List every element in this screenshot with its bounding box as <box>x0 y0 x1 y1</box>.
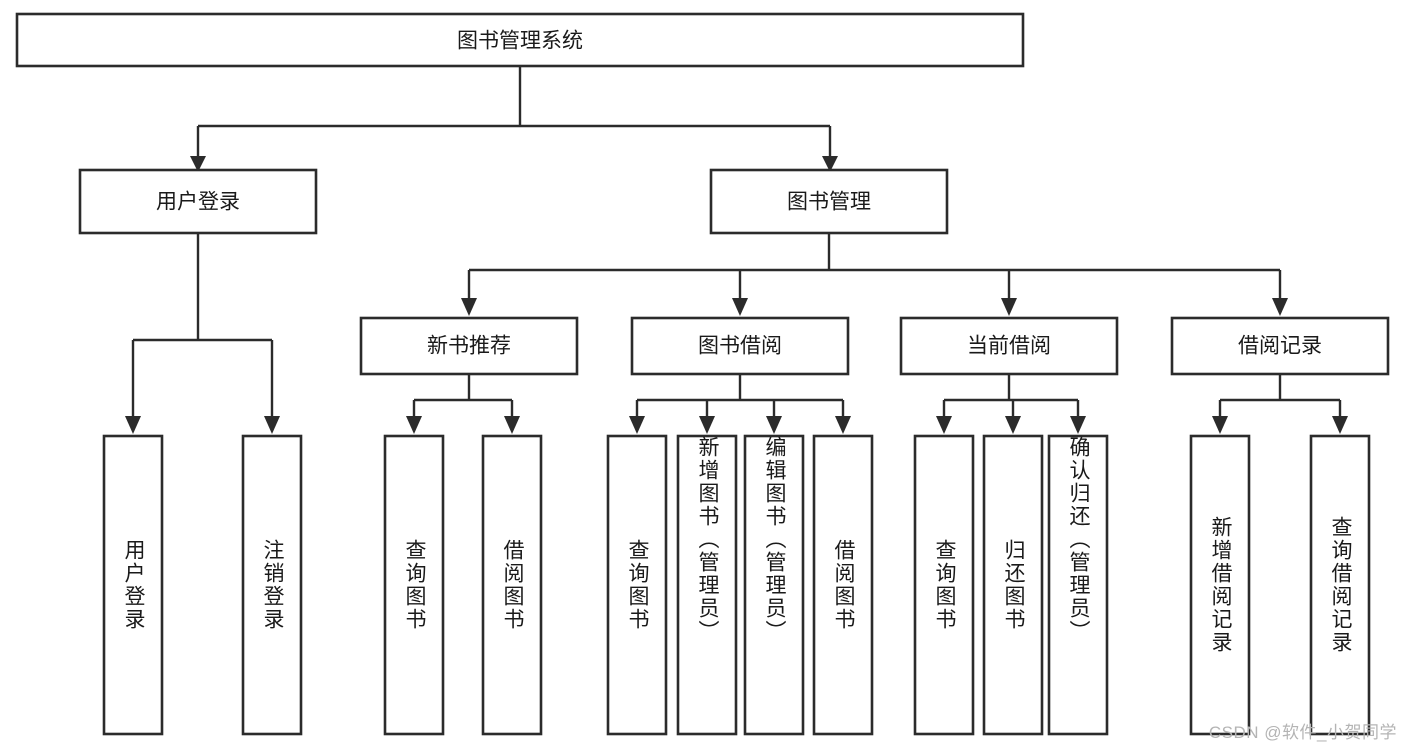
node-borrow-record-label: 借阅记录 <box>1238 335 1322 358</box>
node-root-box[interactable] <box>15 12 1025 68</box>
arrowhead-current-confirm-return <box>1070 416 1086 434</box>
arrowhead-root-to-book-mgmt <box>822 156 838 172</box>
node-book-borrow-box[interactable] <box>630 316 850 376</box>
node-new-book-recommend-label: 新书推荐 <box>427 335 511 358</box>
node-borrow-record-box[interactable] <box>1170 316 1390 376</box>
arrowhead-borrow-borrow-book <box>835 416 851 434</box>
connector-group-root <box>190 66 838 172</box>
node-current-borrow-box[interactable] <box>899 316 1119 376</box>
connector-currentborrow-to-leaves <box>942 374 1080 418</box>
arrowhead-to-borrow-record <box>1272 298 1288 316</box>
connector-group-borrow-record <box>1212 374 1348 434</box>
arrowhead-root-to-user-login <box>190 156 206 172</box>
arrowhead-borrow-add-book <box>699 416 715 434</box>
leaf-box-query-borrow-record[interactable] <box>1309 434 1371 736</box>
arrowhead-borrow-query-book <box>629 416 645 434</box>
leaf-box-add-borrow-record[interactable] <box>1189 434 1251 736</box>
connector-root-to-level2 <box>196 66 832 158</box>
node-current-borrow[interactable]: 当前借阅 <box>899 316 1119 376</box>
node-user-login[interactable]: 用户登录 <box>78 168 318 235</box>
node-book-borrow[interactable]: 图书借阅 <box>630 316 850 376</box>
leaf-box-logout[interactable] <box>241 434 303 736</box>
connector-group-new-book-rec <box>406 374 520 434</box>
leaf-box-user-login[interactable] <box>102 434 164 736</box>
arrowhead-record-query-record <box>1332 416 1348 434</box>
arrowhead-to-current-borrow <box>1001 298 1017 316</box>
arrowhead-newbook-borrow-book <box>504 416 520 434</box>
connector-bookborrow-to-leaves <box>635 374 845 418</box>
connector-newbook-to-leaves <box>412 374 514 418</box>
arrowhead-newbook-query-book <box>406 416 422 434</box>
leaf-box-query-book-borrow[interactable] <box>606 434 668 736</box>
arrowhead-to-new-book-rec <box>461 298 477 316</box>
arrowhead-record-add-record <box>1212 416 1228 434</box>
node-book-management[interactable]: 图书管理 <box>709 168 949 235</box>
node-book-management-label: 图书管理 <box>787 191 871 214</box>
node-root-label: 图书管理系统 <box>457 30 583 53</box>
leaf-box-confirm-return-admin[interactable] <box>1047 434 1109 736</box>
connector-group-book-management <box>461 233 1288 316</box>
arrowhead-current-return-book <box>1005 416 1021 434</box>
csdn-watermark: CSDN @软件_小贺同学 <box>1208 723 1397 742</box>
node-current-borrow-label: 当前借阅 <box>967 335 1051 358</box>
connector-group-book-borrow <box>629 374 851 434</box>
leaf-box-add-book-admin[interactable] <box>676 434 738 736</box>
leaf-box-edit-book-admin[interactable] <box>743 434 805 736</box>
node-new-book-recommend[interactable]: 新书推荐 <box>359 316 579 376</box>
node-user-login-label: 用户登录 <box>156 191 240 214</box>
arrowhead-to-leaf-user-login <box>125 416 141 434</box>
node-book-borrow-label: 图书借阅 <box>698 335 782 358</box>
leaf-box-query-book-rec[interactable] <box>383 434 445 736</box>
connector-group-user-login <box>125 233 280 434</box>
leaf-box-query-book-current[interactable] <box>913 434 975 736</box>
connector-bookmgmt-to-level3 <box>467 233 1282 300</box>
arrowhead-current-query-book <box>936 416 952 434</box>
node-root-book-management-system[interactable]: 图书管理系统 <box>15 12 1025 68</box>
connector-group-current-borrow <box>936 374 1086 434</box>
arrowhead-to-book-borrow <box>732 298 748 316</box>
arrowhead-to-leaf-logout <box>264 416 280 434</box>
node-user-login-box[interactable] <box>78 168 318 235</box>
arrowhead-borrow-edit-book <box>766 416 782 434</box>
leaf-box-borrow-book-rec[interactable] <box>481 434 543 736</box>
connector-userlogin-to-leaves <box>131 233 274 418</box>
connector-borrowrecord-to-leaves <box>1218 374 1342 418</box>
leaf-box-return-book[interactable] <box>982 434 1044 736</box>
node-book-management-box[interactable] <box>709 168 949 235</box>
leaf-box-borrow-book[interactable] <box>812 434 874 736</box>
node-borrow-record[interactable]: 借阅记录 <box>1170 316 1390 376</box>
node-new-book-recommend-box[interactable] <box>359 316 579 376</box>
